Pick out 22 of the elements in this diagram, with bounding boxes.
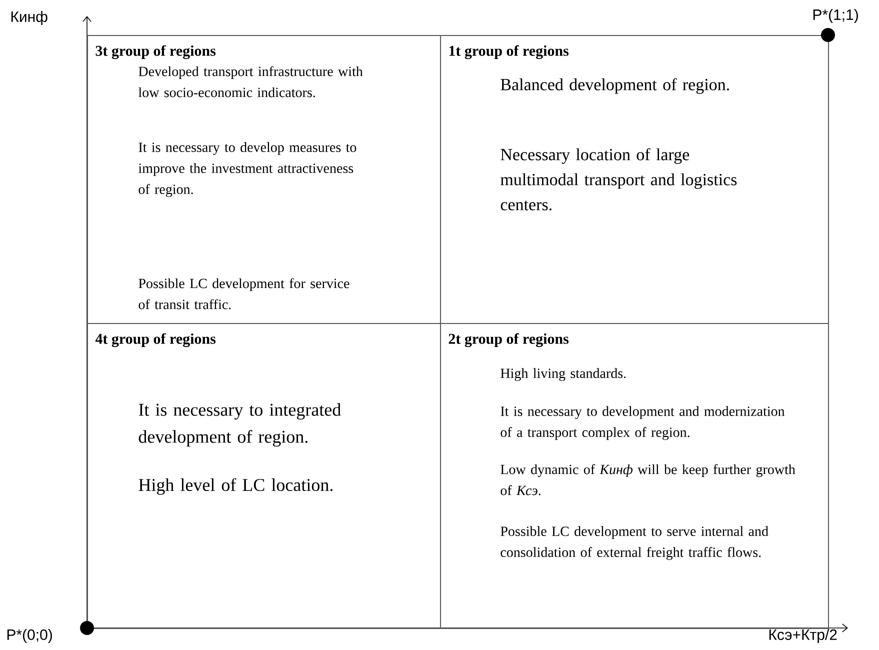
paragraph-text: Necessary location of large multimodal transport and logistics centers.	[500, 148, 737, 210]
paragraph-text: It is necessary to development and modernization of a transport complex of region.	[500, 406, 785, 440]
quadrant-box	[87, 323, 441, 629]
paragraph-text: It is necessary to integrated development of region.	[138, 403, 341, 447]
quadrant-box	[440, 323, 829, 629]
group-heading: 2t group of regions	[448, 333, 569, 348]
paragraph-text: Low dynamic of Кинф will be keep further growth of Ксэ.	[500, 464, 796, 496]
paragraph-text: Balanced development of region.	[500, 78, 729, 94]
group-heading: 1t group of regions	[449, 45, 569, 60]
group-heading: 4t group of regions	[95, 333, 216, 348]
paragraph-text: Developed transport infrastructure with low socio-economic indicators.	[138, 66, 363, 98]
paragraph-text: It is necessary to develop measures to improve the investment attractiveness of region.	[138, 142, 356, 197]
axis-label: P*(1;1)	[813, 9, 858, 23]
group-heading: 3t group of regions	[96, 45, 216, 60]
paragraph-text: High living standards.	[500, 368, 626, 381]
paragraph-text: Possible LC development for service of transit traffic.	[138, 278, 350, 310]
quadrant-box	[440, 35, 829, 324]
axis-label: Кинф	[11, 11, 48, 25]
paragraph-text: High level of LC location.	[138, 478, 332, 495]
paragraph-text: Possible LC development to serve internal and consolidation of external freight traffic flows.	[500, 526, 768, 560]
quadrant-box	[87, 35, 441, 324]
axis-label: P*(0;0)	[7, 629, 52, 643]
